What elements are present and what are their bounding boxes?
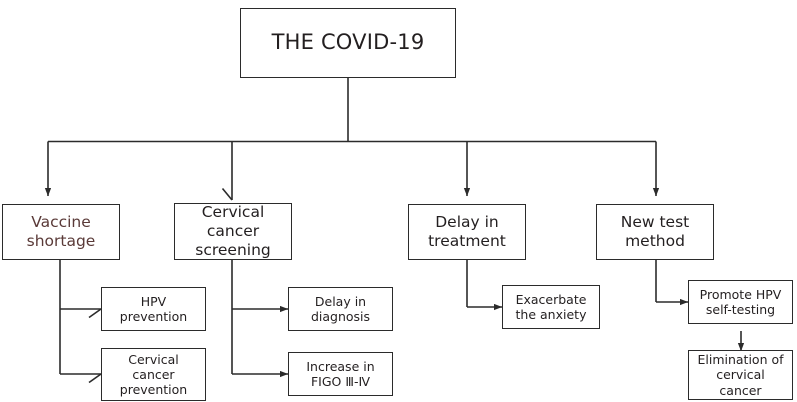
node-leaf-1b[interactable]: Cervical cancer prevention bbox=[101, 348, 206, 401]
node-branch-1[interactable]: Vaccine shortage bbox=[2, 204, 120, 260]
node-branch-2-label: Cervical cancer screening bbox=[195, 203, 271, 259]
node-leaf-4a[interactable]: Promote HPV self-testing bbox=[688, 280, 793, 324]
node-leaf-1a[interactable]: HPV prevention bbox=[101, 287, 206, 331]
arrowhead-half-branch2 bbox=[221, 187, 233, 201]
node-branch-4-label: New test method bbox=[620, 213, 690, 250]
node-leaf-1b-label: Cervical cancer prevention bbox=[119, 351, 188, 398]
arrowhead-half-leaf1b bbox=[88, 373, 102, 384]
node-leaf-4b[interactable]: Elimination of cervical cancer bbox=[688, 350, 793, 400]
node-leaf-4a-label: Promote HPV self-testing bbox=[699, 286, 782, 317]
node-leaf-2b-label: Increase in FIGO Ⅲ-Ⅳ bbox=[306, 358, 375, 389]
node-branch-2[interactable]: Cervical cancer screening bbox=[174, 203, 292, 260]
node-leaf-2a-label: Delay in diagnosis bbox=[310, 293, 371, 324]
node-branch-4[interactable]: New test method bbox=[596, 204, 714, 260]
node-leaf-1a-label: HPV prevention bbox=[119, 293, 188, 324]
node-branch-3-label: Delay in treatment bbox=[428, 213, 506, 250]
node-leaf-3a[interactable]: Exacerbate the anxiety bbox=[502, 285, 600, 329]
node-root[interactable]: THE COVID-19 bbox=[240, 8, 456, 78]
node-leaf-3a-label: Exacerbate the anxiety bbox=[515, 291, 587, 322]
node-branch-1-label: Vaccine shortage bbox=[26, 213, 96, 250]
node-leaf-2a[interactable]: Delay in diagnosis bbox=[288, 287, 393, 331]
node-leaf-4b-label: Elimination of cervical cancer bbox=[697, 352, 784, 398]
node-root-label: THE COVID-19 bbox=[271, 30, 425, 55]
arrowhead-half-leaf1a bbox=[88, 308, 102, 319]
node-leaf-2b[interactable]: Increase in FIGO Ⅲ-Ⅳ bbox=[288, 352, 393, 396]
node-branch-3[interactable]: Delay in treatment bbox=[408, 204, 526, 260]
